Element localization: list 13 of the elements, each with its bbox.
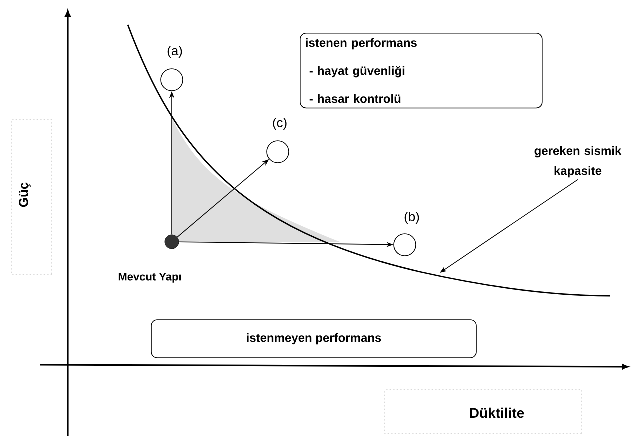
structure-label: Mevcut Yapı [118,273,182,283]
performance-box: istenen performans - hayat güvenliği - hasar kontrolü [300,33,543,109]
structure-dot [164,234,180,250]
target-circle [394,234,416,256]
axis-label: Düktilite [384,390,582,434]
target-circle [266,140,290,164]
performance-box: istenmeyen performans [151,320,477,358]
point-label: (b) [404,212,420,224]
point-label: (c) [273,118,287,130]
point-label: (a) [168,46,182,58]
curve-label: gereken sismik kapasite [534,146,622,178]
axis-label: Güç [12,120,52,276]
target-circle [160,68,184,92]
